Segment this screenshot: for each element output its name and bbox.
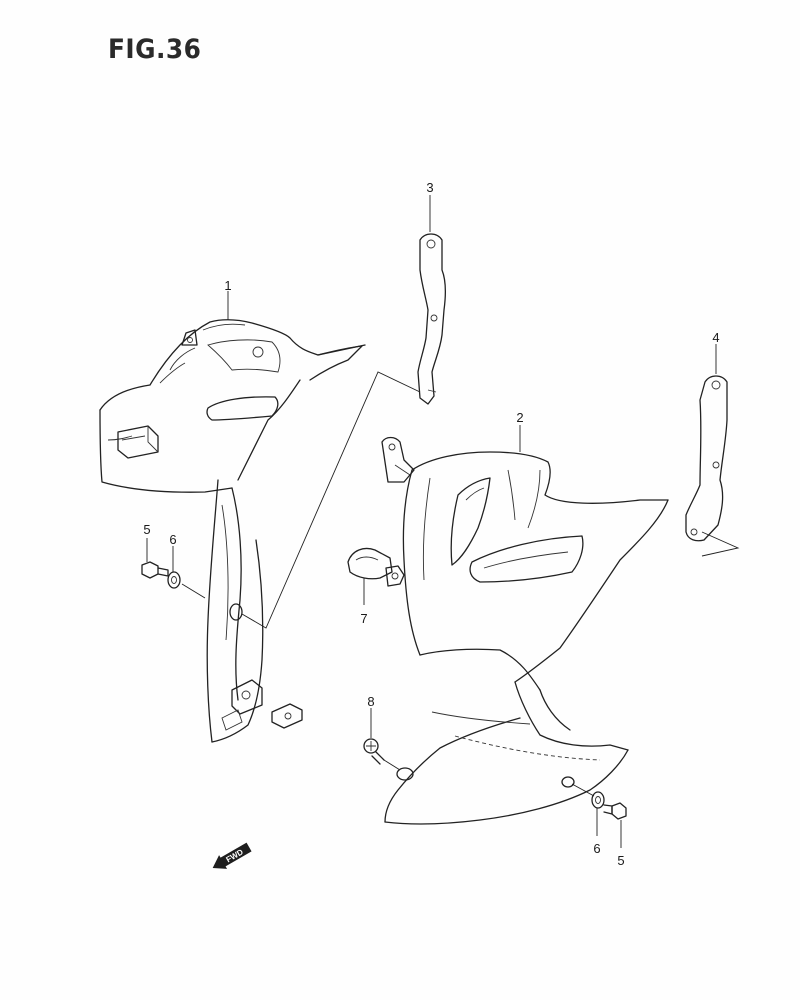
callout-leaders <box>146 195 717 848</box>
callout-8: 8 <box>367 694 374 709</box>
fwd-arrow-icon: FWD <box>212 842 252 869</box>
part-4-bracket <box>685 375 740 557</box>
figure-title: FIG.36 <box>108 34 202 65</box>
callout-4: 4 <box>712 330 719 345</box>
callout-6-right: 6 <box>593 841 600 856</box>
part-2-under-cowling <box>381 436 669 825</box>
left-bolt-and-washer <box>141 561 206 599</box>
callout-2: 2 <box>516 410 523 425</box>
callout-1: 1 <box>224 278 231 293</box>
part-1-side-cowling <box>99 319 421 743</box>
callout-6-left: 6 <box>169 532 176 547</box>
right-washer-and-bolt <box>591 791 627 820</box>
part-8-screw <box>363 738 401 771</box>
part-3-bracket <box>417 233 446 405</box>
callout-5-right: 5 <box>617 853 624 868</box>
callout-5-left: 5 <box>143 522 150 537</box>
callout-3: 3 <box>426 180 433 195</box>
callout-7: 7 <box>360 611 367 626</box>
part-7-clamp <box>347 547 405 587</box>
